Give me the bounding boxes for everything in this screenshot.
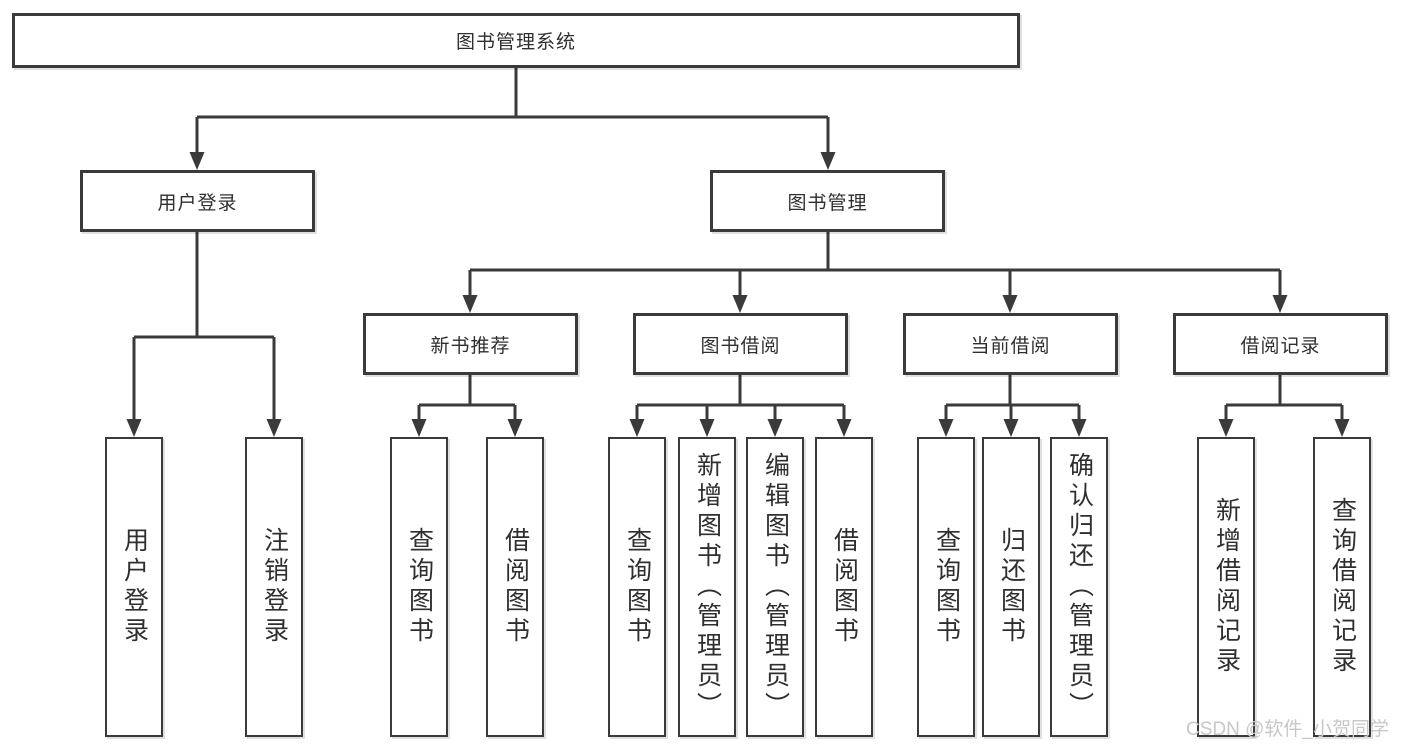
- node-label: 图书管理系统: [455, 32, 576, 53]
- node-borrow-records: 借阅记录: [1173, 313, 1388, 375]
- leaf-borrow-books: 借阅图书: [815, 437, 873, 737]
- node-book-borrowing: 图书借阅: [633, 313, 848, 375]
- leaf-query-books: 查询图书: [608, 437, 666, 737]
- leaf-label: 借阅图书: [501, 527, 530, 647]
- node-label: 当前借阅: [970, 335, 1051, 357]
- leaf-query-borrow-record: 查询借阅记录: [1313, 437, 1371, 737]
- leaf-label: 新增图书（管理员）: [693, 452, 722, 722]
- leaf-query-books: 查询图书: [390, 437, 448, 737]
- leaf-user-login: 用户登录: [105, 437, 163, 737]
- leaf-label: 查询图书: [932, 527, 961, 647]
- leaf-label: 查询借阅记录: [1328, 497, 1357, 677]
- node-label: 图书借阅: [700, 335, 781, 357]
- leaf-label: 借阅图书: [830, 527, 859, 647]
- leaf-return-books: 归还图书: [982, 437, 1040, 737]
- leaf-query-books: 查询图书: [917, 437, 975, 737]
- leaf-label: 编辑图书（管理员）: [761, 452, 790, 722]
- node-user-login: 用户登录: [80, 170, 315, 232]
- node-label: 借阅记录: [1240, 335, 1321, 357]
- node-label: 图书管理: [787, 192, 868, 214]
- leaf-label: 新增借阅记录: [1212, 497, 1241, 677]
- leaf-edit-books-admin: 编辑图书（管理员）: [746, 437, 804, 737]
- leaf-label: 用户登录: [120, 527, 149, 647]
- leaf-confirm-return-admin: 确认归还（管理员）: [1050, 437, 1108, 737]
- leaf-label: 查询图书: [405, 527, 434, 647]
- leaf-label: 查询图书: [623, 527, 652, 647]
- leaf-add-books-admin: 新增图书（管理员）: [678, 437, 736, 737]
- node-label: 新书推荐: [430, 335, 511, 357]
- node-library-system: 图书管理系统: [12, 13, 1020, 68]
- leaf-borrow-books: 借阅图书: [486, 437, 544, 737]
- leaf-logout: 注销登录: [245, 437, 303, 737]
- node-label: 用户登录: [157, 192, 238, 214]
- leaf-label: 注销登录: [260, 527, 289, 647]
- node-book-management: 图书管理: [710, 170, 945, 232]
- node-new-book-recommend: 新书推荐: [363, 313, 578, 375]
- leaf-label: 确认归还（管理员）: [1065, 452, 1094, 722]
- leaf-add-borrow-record: 新增借阅记录: [1197, 437, 1255, 737]
- node-current-borrowing: 当前借阅: [903, 313, 1118, 375]
- leaf-label: 归还图书: [997, 527, 1026, 647]
